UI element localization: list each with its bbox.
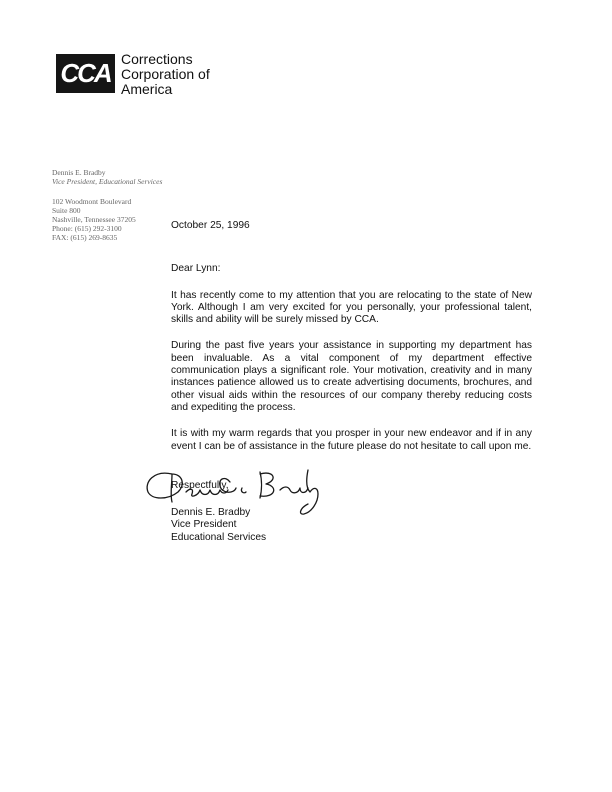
signer-department: Educational Services — [171, 531, 267, 543]
logo-mark-text: CCA — [60, 58, 112, 88]
handwritten-signature — [146, 469, 319, 515]
sender-block: Dennis E. Bradby Vice President, Educati… — [52, 168, 162, 242]
letter-body: October 25, 1996 Dear Lynn: It has recen… — [171, 220, 532, 544]
sender-name: Dennis E. Bradby — [52, 168, 106, 177]
address-line: Suite 800 — [52, 206, 81, 215]
paragraph-1: It has recently come to my attention tha… — [171, 289, 532, 326]
signer-title: Vice President — [171, 519, 237, 531]
company-name-line-3: America — [121, 81, 173, 97]
address-line: Phone: (615) 292-3100 — [52, 224, 122, 233]
signer-name: Dennis E. Bradby — [171, 507, 251, 519]
letter-date: October 25, 1996 — [171, 220, 250, 231]
paragraph-3: It is with my warm regards that you pros… — [171, 428, 532, 452]
salutation: Dear Lynn: — [171, 263, 221, 275]
paragraph-2: During the past five years your assistan… — [171, 340, 532, 413]
address-line: Nashville, Tennessee 37205 — [52, 215, 136, 224]
company-logo-mark: CCA — [56, 54, 115, 93]
sender-address: 102 Woodmont Boulevard Suite 800 Nashvil… — [52, 197, 162, 242]
company-name: Corrections Corporation of America — [121, 52, 210, 97]
company-name-line-2: Corporation of — [121, 66, 210, 82]
sender-title: Vice President, Educational Services — [52, 177, 163, 186]
address-line: FAX: (615) 269-8635 — [52, 233, 118, 242]
closing: Respectfully, — [171, 479, 229, 491]
company-name-line-1: Corrections — [121, 51, 193, 67]
address-line: 102 Woodmont Boulevard — [52, 197, 132, 206]
signature-block: Dennis E. Bradby Vice President Educatio… — [171, 507, 532, 544]
